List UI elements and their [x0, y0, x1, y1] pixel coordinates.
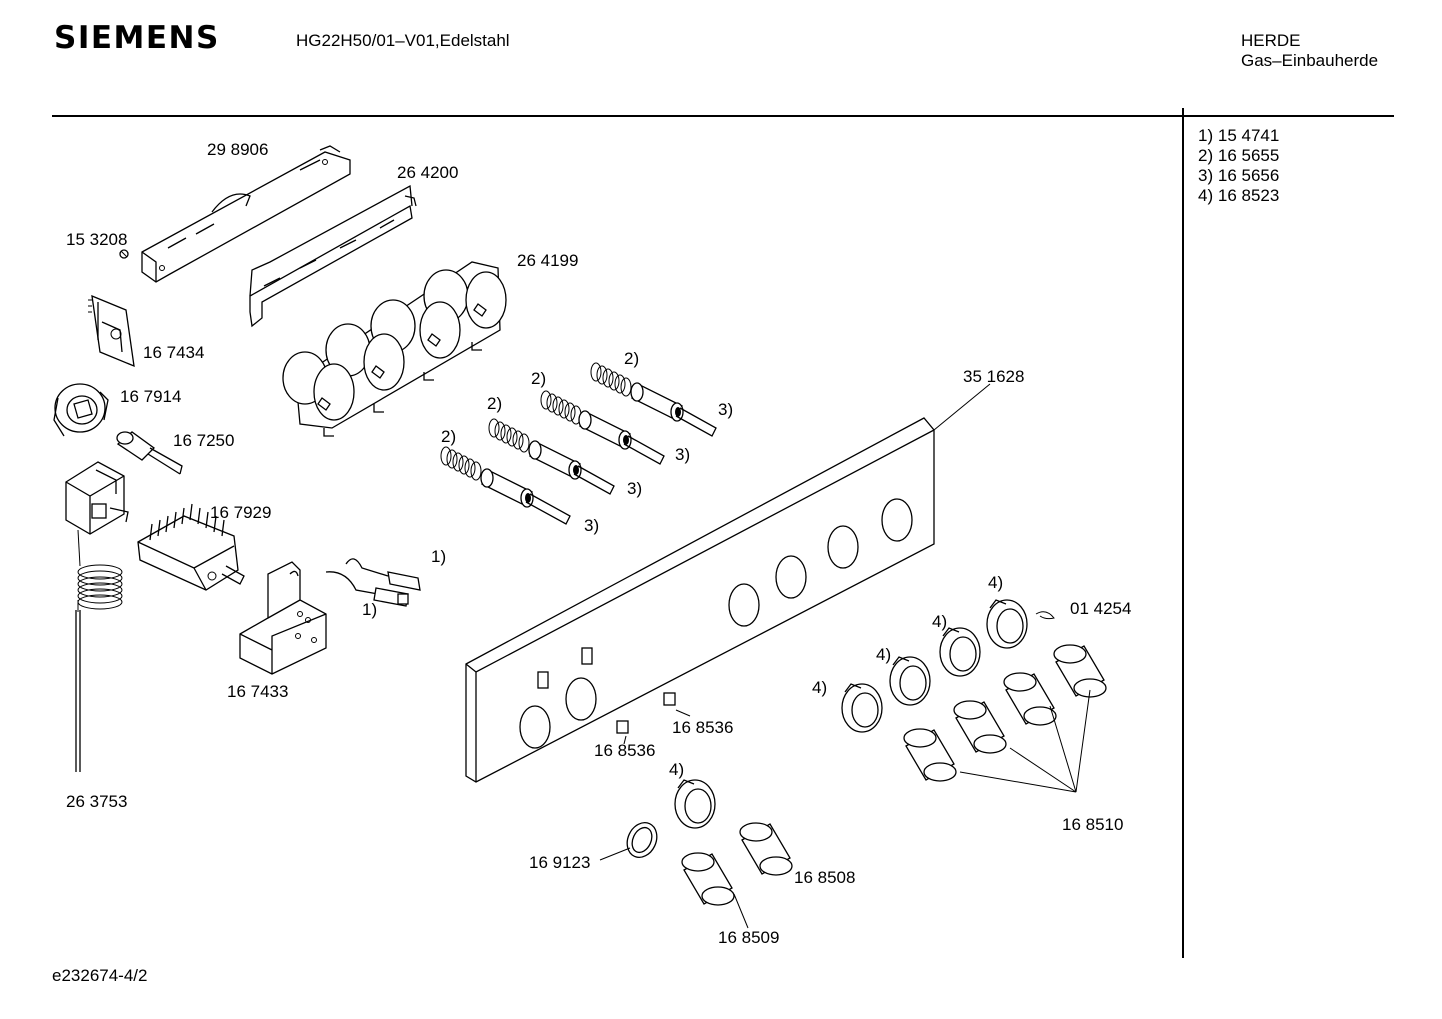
- callout-label: 2): [441, 427, 456, 446]
- circuit-board-167434: [88, 294, 135, 368]
- category-line-2: Gas–Einbauherde: [1241, 51, 1379, 70]
- part-label: 16 8536: [594, 741, 655, 760]
- bracket-167433: [239, 561, 327, 675]
- callout-label: 1): [431, 547, 446, 566]
- part-label: 16 7433: [227, 682, 288, 701]
- part-label: 16 8510: [1062, 815, 1123, 834]
- rail-264200: [249, 184, 417, 328]
- knob-168508: [739, 822, 793, 876]
- clip-014254: [1035, 611, 1055, 620]
- part-label: 16 7914: [120, 387, 181, 406]
- control-panel-351628: [465, 417, 935, 783]
- footnote-item: 1) 15 4741: [1198, 126, 1280, 145]
- cable-connectors: [325, 558, 421, 607]
- spring-row: [440, 362, 632, 481]
- notes-column-divider: [1182, 108, 1184, 958]
- part-labels: 29 8906 26 4200 15 3208 26 4199 16 7434 …: [66, 140, 1131, 947]
- part-label: 16 8509: [718, 928, 779, 947]
- model-designation: HG22H50/01–V01,Edelstahl: [296, 31, 510, 50]
- shaft-167250: [116, 431, 183, 475]
- callout-label: 3): [627, 479, 642, 498]
- callout-label: 2): [487, 394, 502, 413]
- part-label: 35 1628: [963, 367, 1024, 386]
- thermostat-263753: [65, 461, 129, 772]
- callout-label: 4): [812, 678, 827, 697]
- footnote-list: 1) 15 4741 2) 16 5655 3) 16 5656 4) 16 8…: [1198, 126, 1279, 206]
- part-label: 16 7250: [173, 431, 234, 450]
- callout-label: 4): [932, 612, 947, 631]
- ring-169123: [626, 821, 658, 859]
- callout-label: 4): [876, 645, 891, 664]
- callout-label: 3): [584, 516, 599, 535]
- part-label: 16 8508: [794, 868, 855, 887]
- screw-153208: [119, 249, 129, 259]
- callout-label: 2): [624, 349, 639, 368]
- part-label: 15 3208: [66, 230, 127, 249]
- spindle-row: [480, 382, 717, 525]
- category-line-1: HERDE: [1241, 31, 1301, 50]
- knob-sleeve-row: [674, 599, 1028, 829]
- part-label: 29 8906: [207, 140, 268, 159]
- part-label: 26 4200: [397, 163, 458, 182]
- product-category: HERDE Gas–Einbauherde: [1241, 31, 1378, 71]
- part-label: 01 4254: [1070, 599, 1131, 618]
- knob-carrier-264199: [282, 261, 507, 437]
- selector-switch-167929: [137, 503, 245, 591]
- part-label: 26 3753: [66, 792, 127, 811]
- callout-labels: 2) 2) 2) 2) 3) 3) 3) 3) 1) 1) 4) 4) 4) 4…: [362, 349, 1003, 779]
- part-label: 26 4199: [517, 251, 578, 270]
- callout-label: 3): [675, 445, 690, 464]
- part-label: 16 9123: [529, 853, 590, 872]
- switch-housing-167914: [53, 383, 109, 437]
- leader-lines: [599, 383, 1091, 929]
- control-knobs-168510: [903, 644, 1107, 782]
- callout-label: 1): [362, 600, 377, 619]
- part-label: 16 7929: [210, 503, 271, 522]
- footnote-item: 4) 16 8523: [1198, 186, 1280, 205]
- document-id: e232674-4/2: [52, 966, 148, 985]
- footnote-item: 2) 16 5655: [1198, 146, 1280, 165]
- callout-label: 4): [669, 760, 684, 779]
- knob-168509: [681, 852, 735, 906]
- header-divider: [52, 115, 1394, 117]
- clips-168536: [616, 692, 676, 734]
- brand-logo: SIEMENS: [54, 20, 220, 56]
- part-label: 16 7434: [143, 343, 204, 362]
- callout-label: 4): [988, 573, 1003, 592]
- callout-label: 2): [531, 369, 546, 388]
- part-label: 16 8536: [672, 718, 733, 737]
- footnote-item: 3) 16 5656: [1198, 166, 1280, 185]
- bracket-298906: [141, 145, 351, 283]
- callout-label: 3): [718, 400, 733, 419]
